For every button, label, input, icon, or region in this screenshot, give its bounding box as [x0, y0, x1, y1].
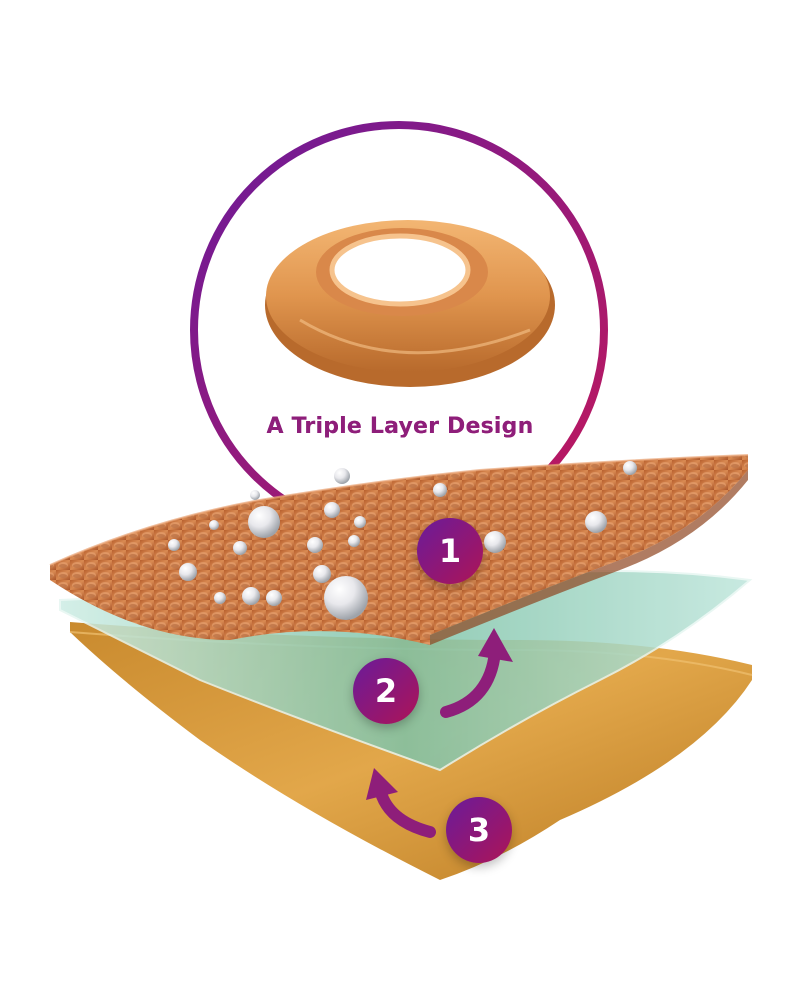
badge-number: 1: [438, 532, 462, 570]
layer-badge-3: 3: [446, 797, 512, 863]
layer-badge-1: 1: [417, 518, 483, 584]
ring-product-image: [265, 220, 555, 387]
badge-number: 3: [467, 811, 491, 849]
curved-arrow-icon: [366, 768, 436, 838]
layer-badge-2: 2: [353, 658, 419, 724]
caption-title: A Triple Layer Design: [266, 414, 534, 439]
water-droplet-icon: [168, 461, 637, 620]
badge-number: 2: [374, 672, 398, 710]
curved-arrow-icon: [440, 628, 513, 718]
